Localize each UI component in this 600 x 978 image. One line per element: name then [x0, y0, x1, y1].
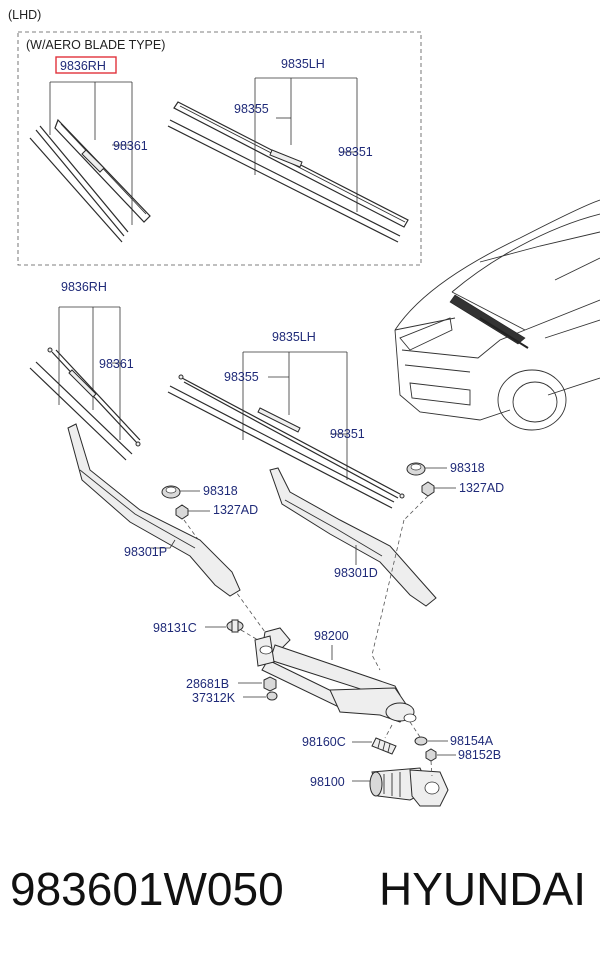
grommet-28681b	[263, 676, 277, 692]
wiper-motor-98100	[369, 767, 449, 807]
right-cap-98318	[406, 462, 426, 476]
top-lh-aero-blade	[167, 101, 409, 243]
dashed-98131c	[240, 629, 259, 641]
dashed-motor	[430, 760, 433, 777]
bushing-98160c	[371, 737, 397, 755]
label-98160c[interactable]: 98160C	[302, 735, 346, 749]
label-top-98355[interactable]: 98355	[234, 102, 269, 116]
car-illustration	[394, 199, 600, 431]
rh-wiper-blade	[29, 347, 141, 461]
label-98200[interactable]: 98200	[314, 629, 349, 643]
label-98301d[interactable]: 98301D	[334, 566, 378, 580]
label-9836rh[interactable]: 9836RH	[61, 280, 107, 294]
bolt-98131c	[226, 619, 244, 633]
label-98154a[interactable]: 98154A	[450, 734, 494, 748]
label-98351[interactable]: 98351	[330, 427, 365, 441]
label-98301p[interactable]: 98301P	[124, 545, 167, 559]
variant-label: (LHD)	[8, 8, 41, 22]
label-98131c[interactable]: 98131C	[153, 621, 197, 635]
label-top-9836rh[interactable]: 9836RH	[60, 59, 106, 73]
label-98318-right[interactable]: 98318	[450, 461, 485, 475]
label-98361[interactable]: 98361	[99, 357, 134, 371]
label-28681b[interactable]: 28681B	[186, 677, 229, 691]
leader-98301p	[150, 539, 176, 549]
dashed-98160c	[384, 724, 393, 739]
bracket-top-rh	[49, 81, 133, 225]
part-number: 983601W050	[10, 863, 284, 915]
label-1327ad-left[interactable]: 1327AD	[213, 503, 258, 517]
right-nut-1327ad	[421, 481, 435, 497]
bracket-lh	[242, 351, 348, 480]
bracket-rh	[58, 306, 121, 440]
label-98355[interactable]: 98355	[224, 370, 259, 384]
lh-wiper-blade	[167, 374, 405, 509]
label-37312k[interactable]: 37312K	[192, 691, 236, 705]
label-98100[interactable]: 98100	[310, 775, 345, 789]
left-wiper-arm	[67, 423, 241, 597]
label-9835lh[interactable]: 9835LH	[272, 330, 316, 344]
label-top-9835lh[interactable]: 9835LH	[281, 57, 325, 71]
highlight-box	[55, 56, 117, 74]
bracket-top-lh	[254, 77, 358, 212]
right-wiper-arm	[269, 467, 437, 607]
label-top-98351[interactable]: 98351	[338, 145, 373, 159]
group-title: (W/AERO BLADE TYPE)	[26, 38, 165, 52]
label-1327ad-right[interactable]: 1327AD	[459, 481, 504, 495]
dashed-right-pivot	[403, 495, 429, 521]
dashed-right-link	[371, 519, 405, 671]
nut-98152b	[425, 748, 437, 762]
label-98152b[interactable]: 98152B	[458, 748, 501, 762]
left-nut-1327ad	[175, 504, 189, 520]
left-cap-98318	[161, 485, 181, 499]
label-98318-left[interactable]: 98318	[203, 484, 238, 498]
footer: 983601W050 HYUNDAI	[0, 862, 600, 942]
label-top-98361-text[interactable]: 98361	[113, 139, 148, 153]
dashed-98154a	[409, 721, 421, 738]
bolt-37312k	[266, 691, 278, 701]
aero-blade-group-box	[17, 31, 422, 266]
wiper-linkage	[254, 627, 417, 723]
brand-name: HYUNDAI	[378, 863, 586, 915]
washer-98154a	[414, 736, 428, 746]
top-rh-aero-blade	[29, 118, 151, 243]
